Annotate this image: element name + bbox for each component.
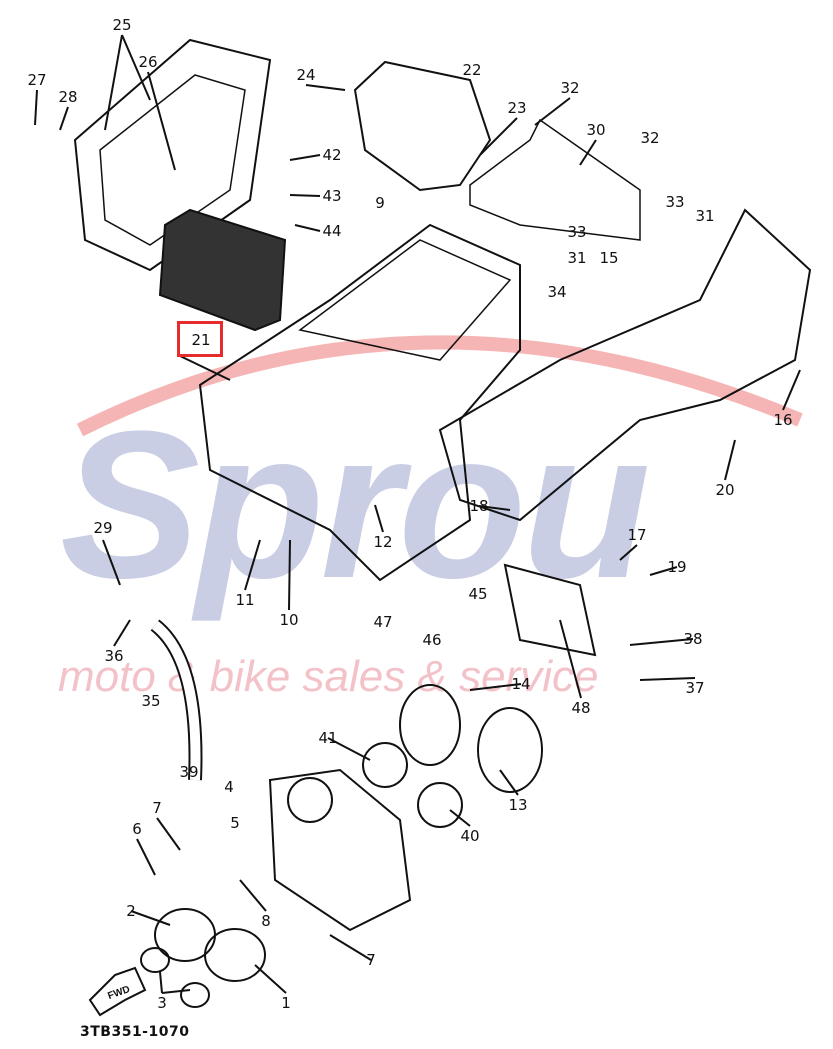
diagram-code: 3TB351-1070: [80, 1024, 190, 1040]
clamp-41: [362, 742, 408, 788]
part-label: 8: [261, 912, 271, 930]
o-ring-3b: [180, 982, 210, 1008]
part-label: 24: [296, 66, 316, 84]
part-label: 5: [230, 814, 240, 832]
part-label: 9: [375, 194, 385, 212]
part-label: 25: [112, 16, 132, 34]
part-label: 46: [422, 631, 442, 649]
part-label: 11: [235, 591, 255, 609]
part-label: 48: [571, 699, 591, 717]
part-label: 38: [683, 630, 703, 648]
plate-48: [503, 563, 597, 657]
part-label: 2: [126, 902, 136, 920]
part-label: 15: [599, 249, 619, 267]
part-label: 30: [586, 121, 606, 139]
part-label: 35: [141, 692, 161, 710]
watermark-brand: Sprou: [60, 387, 651, 622]
part-label: 4: [224, 778, 234, 796]
part-label: 27: [27, 71, 47, 89]
part-label: 3: [157, 994, 167, 1012]
bracket-30: [469, 118, 641, 241]
part-label: 31: [567, 249, 587, 267]
part-label: 22: [462, 61, 482, 79]
air-filter-cover: [73, 38, 272, 272]
part-label: 18: [469, 497, 489, 515]
manifold-1: [204, 928, 266, 982]
part-label: 23: [507, 99, 527, 117]
part-label: 40: [460, 827, 480, 845]
part-label: 10: [279, 611, 299, 629]
part-label: 26: [138, 53, 158, 71]
part-label: 1: [281, 994, 291, 1012]
part-label: 17: [627, 526, 647, 544]
part-label: 28: [58, 88, 78, 106]
part-label: 33: [567, 223, 587, 241]
part-label: 34: [547, 283, 567, 301]
fwd-arrow: [88, 966, 147, 1017]
part-label: 33: [665, 193, 685, 211]
highlighted-part-label: 21: [191, 331, 211, 349]
part-label: 20: [715, 481, 735, 499]
joint-13: [477, 707, 543, 793]
o-ring-3a: [140, 947, 170, 973]
cover-22: [353, 60, 492, 192]
part-label: 43: [322, 187, 342, 205]
air-filter-element: [158, 208, 287, 332]
clamp-40: [417, 782, 463, 828]
part-label: 44: [322, 222, 342, 240]
part-label: 37: [685, 679, 705, 697]
part-label: 29: [93, 519, 113, 537]
part-label: 31: [695, 207, 715, 225]
part-label: 47: [373, 613, 393, 631]
part-label: 19: [667, 558, 687, 576]
part-label: 36: [104, 647, 124, 665]
intake-duct: [438, 208, 812, 522]
part-label: 6: [132, 820, 142, 838]
joint-14: [399, 684, 461, 766]
part-label: 7: [366, 951, 376, 969]
highlighted-part-box: [177, 321, 223, 357]
part-label: 16: [773, 411, 793, 429]
part-label: 13: [508, 796, 528, 814]
carburetor: [268, 768, 412, 932]
part-label: 45: [468, 585, 488, 603]
part-label: 12: [373, 533, 393, 551]
part-label: 14: [511, 675, 531, 693]
part-label: 41: [318, 729, 338, 747]
watermark-swoosh: [76, 335, 803, 437]
part-label: 39: [179, 763, 199, 781]
air-box: [198, 223, 521, 582]
part-label: 7: [152, 799, 162, 817]
part-label: 42: [322, 146, 342, 164]
part-label: 32: [640, 129, 660, 147]
watermark-tagline: moto & bike sales & service: [58, 652, 599, 701]
part-label: 32: [560, 79, 580, 97]
